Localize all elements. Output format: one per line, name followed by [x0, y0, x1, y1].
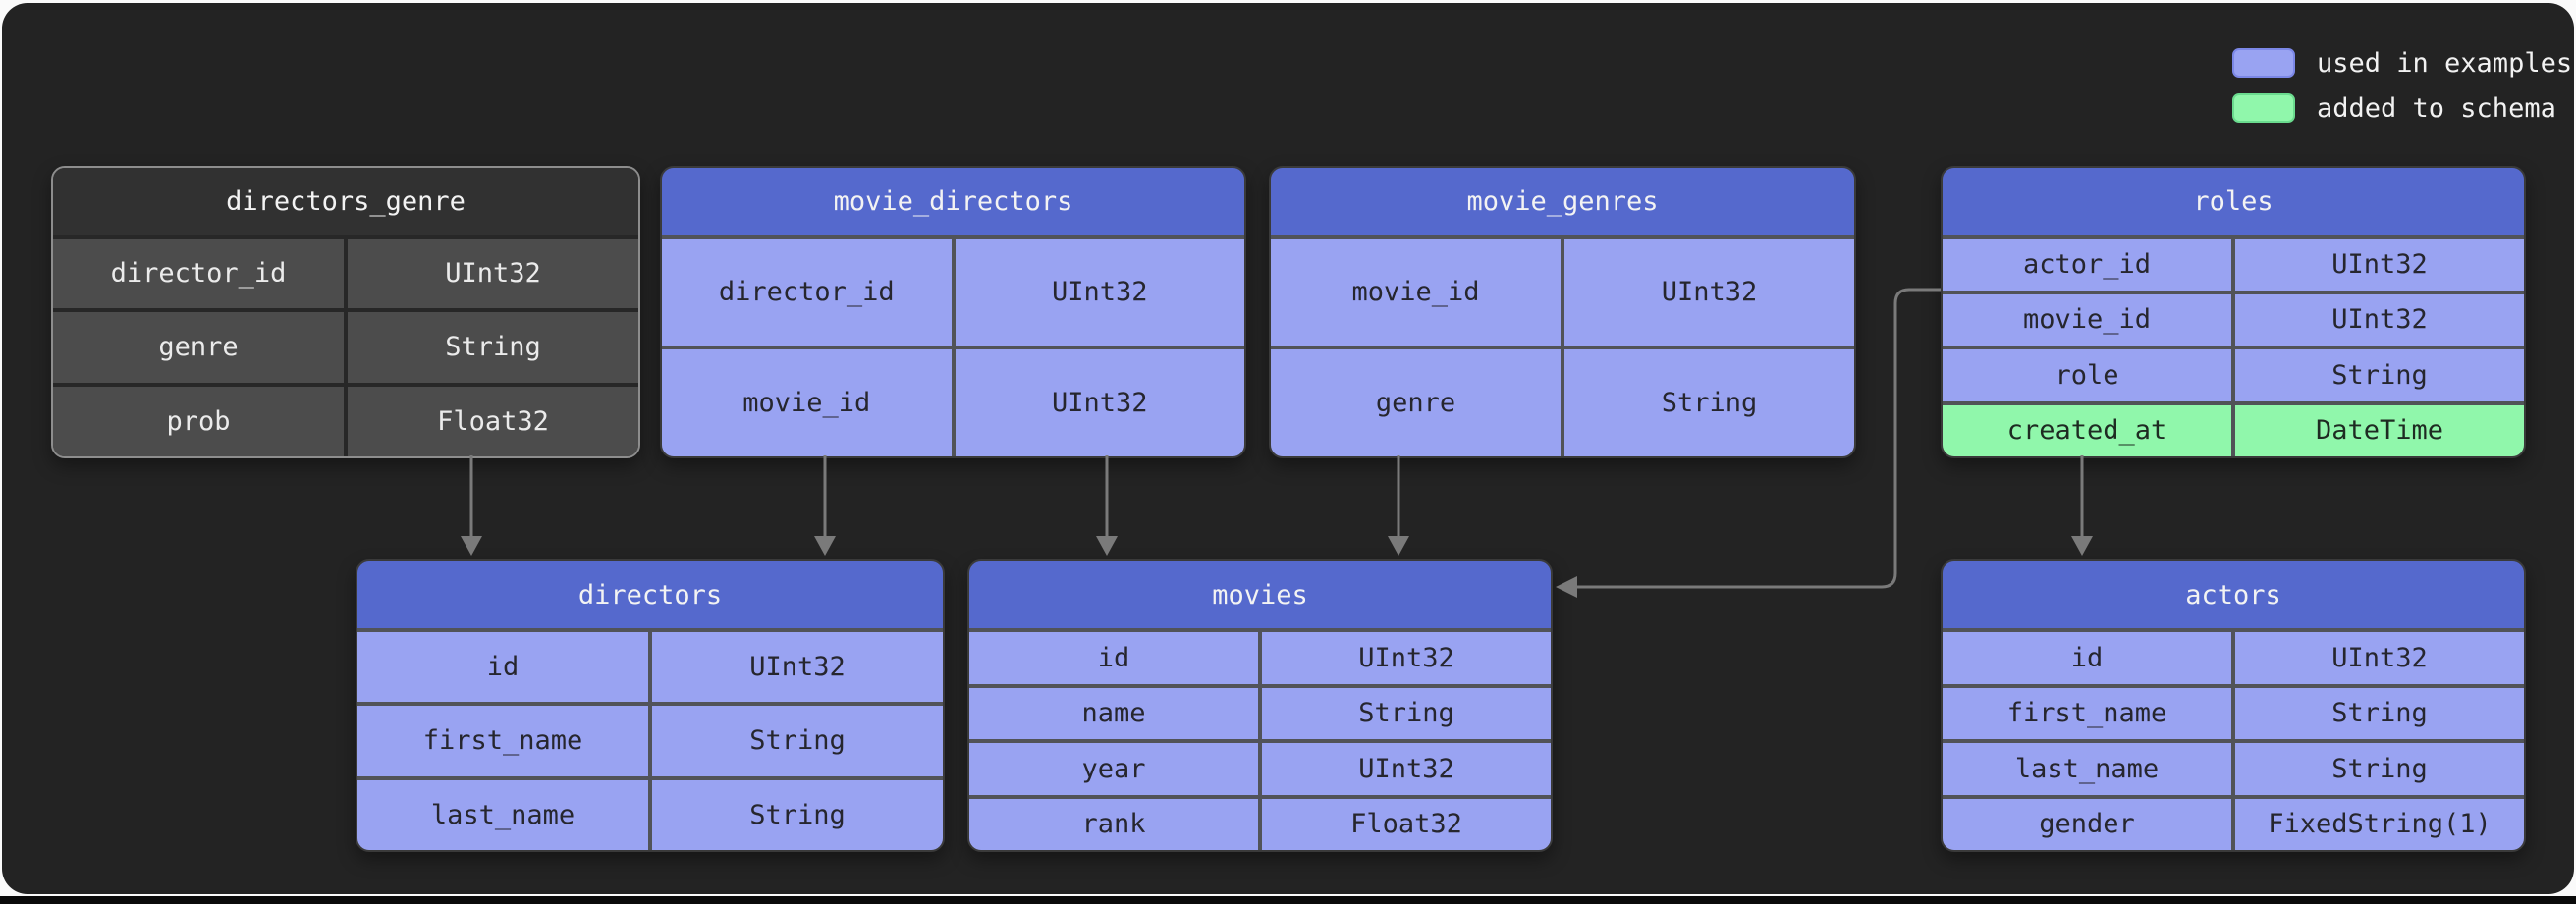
- table-row: id UInt32: [1943, 628, 2524, 684]
- table-row: director_id UInt32: [662, 235, 1244, 346]
- table-row: actor_id UInt32: [1943, 235, 2524, 291]
- field-type-cell: String: [1561, 349, 1854, 456]
- table-title: movies: [969, 561, 1551, 628]
- table-directors: directors id UInt32 first_name String la…: [356, 559, 945, 852]
- field-type-cell: Float32: [344, 386, 638, 456]
- field-type-cell: UInt32: [2231, 293, 2524, 346]
- table-title: actors: [1943, 561, 2524, 628]
- field-type-cell: String: [1258, 687, 1551, 739]
- field-name-cell: created_at: [1943, 404, 2231, 456]
- field-name-cell: rank: [969, 798, 1258, 850]
- table-row: id UInt32: [969, 628, 1551, 684]
- field-name-cell: year: [969, 743, 1258, 795]
- table-title: movie_directors: [662, 168, 1244, 235]
- table-row: name String: [969, 683, 1551, 739]
- field-type-cell: UInt32: [2231, 632, 2524, 684]
- field-name-cell: movie_id: [662, 349, 952, 456]
- field-type-cell: UInt32: [951, 239, 1244, 346]
- table-movie-directors: movie_directors director_id UInt32 movie…: [660, 166, 1246, 458]
- field-name-cell: name: [969, 687, 1258, 739]
- field-type-cell: UInt32: [951, 349, 1244, 456]
- legend-item-used-in-examples: used in examples: [2232, 47, 2572, 79]
- field-type-cell: String: [648, 779, 943, 850]
- table-row: gender FixedString(1): [1943, 794, 2524, 850]
- field-type-cell: String: [648, 706, 943, 776]
- field-name-cell: movie_id: [1271, 239, 1561, 346]
- field-type-cell: String: [2231, 687, 2524, 739]
- field-name-cell: actor_id: [1943, 239, 2231, 291]
- table-row: year UInt32: [969, 739, 1551, 795]
- table-row-added-to-schema: created_at DateTime: [1943, 400, 2524, 456]
- field-name-cell: director_id: [662, 239, 952, 346]
- table-row: first_name String: [1943, 683, 2524, 739]
- table-row: movie_id UInt32: [1271, 235, 1854, 346]
- field-type-cell: Float32: [1258, 798, 1551, 850]
- table-row: genre String: [1271, 346, 1854, 456]
- table-row: prob Float32: [53, 382, 638, 456]
- table-row: rank Float32: [969, 794, 1551, 850]
- legend-label: used in examples: [2317, 47, 2573, 79]
- legend-label: added to schema: [2317, 92, 2556, 124]
- field-type-cell: DateTime: [2231, 404, 2524, 456]
- table-title: directors_genre: [53, 168, 638, 235]
- field-name-cell: role: [1943, 349, 2231, 401]
- field-name-cell: last_name: [357, 779, 648, 850]
- table-movie-genres: movie_genres movie_id UInt32 genre Strin…: [1269, 166, 1856, 458]
- field-type-cell: String: [344, 312, 638, 383]
- legend-swatch-green: [2232, 93, 2295, 123]
- field-name-cell: director_id: [53, 239, 344, 309]
- field-type-cell: UInt32: [648, 632, 943, 703]
- table-title: roles: [1943, 168, 2524, 235]
- table-row: first_name String: [357, 702, 943, 776]
- field-name-cell: first_name: [1943, 687, 2231, 739]
- table-directors-genre: directors_genre director_id UInt32 genre…: [51, 166, 640, 458]
- table-row: genre String: [53, 308, 638, 383]
- table-row: id UInt32: [357, 628, 943, 703]
- field-type-cell: UInt32: [1258, 743, 1551, 795]
- field-name-cell: first_name: [357, 706, 648, 776]
- table-row: role String: [1943, 346, 2524, 401]
- table-title: directors: [357, 561, 943, 628]
- table-movies: movies id UInt32 name String year UInt32…: [967, 559, 1553, 852]
- table-row: last_name String: [357, 775, 943, 850]
- legend-swatch-blue: [2232, 48, 2295, 78]
- field-name-cell: last_name: [1943, 743, 2231, 795]
- field-type-cell: UInt32: [2231, 239, 2524, 291]
- field-name-cell: movie_id: [1943, 293, 2231, 346]
- field-type-cell: UInt32: [1258, 632, 1551, 684]
- table-actors: actors id UInt32 first_name String last_…: [1941, 559, 2526, 852]
- field-type-cell: UInt32: [1561, 239, 1854, 346]
- field-type-cell: FixedString(1): [2231, 798, 2524, 850]
- table-title: movie_genres: [1271, 168, 1854, 235]
- table-roles: roles actor_id UInt32 movie_id UInt32 ro…: [1941, 166, 2526, 458]
- field-type-cell: String: [2231, 349, 2524, 401]
- field-type-cell: String: [2231, 743, 2524, 795]
- field-name-cell: gender: [1943, 798, 2231, 850]
- field-type-cell: UInt32: [344, 239, 638, 309]
- table-row: movie_id UInt32: [662, 346, 1244, 456]
- table-row: last_name String: [1943, 739, 2524, 795]
- field-name-cell: id: [357, 632, 648, 703]
- legend-item-added-to-schema: added to schema: [2232, 92, 2572, 124]
- field-name-cell: genre: [53, 312, 344, 383]
- table-row: movie_id UInt32: [1943, 290, 2524, 346]
- field-name-cell: id: [1943, 632, 2231, 684]
- legend: used in examples added to schema: [2232, 47, 2572, 124]
- field-name-cell: id: [969, 632, 1258, 684]
- field-name-cell: prob: [53, 386, 344, 456]
- table-row: director_id UInt32: [53, 235, 638, 309]
- window-bottom-edge: [0, 896, 2576, 904]
- field-name-cell: genre: [1271, 349, 1561, 456]
